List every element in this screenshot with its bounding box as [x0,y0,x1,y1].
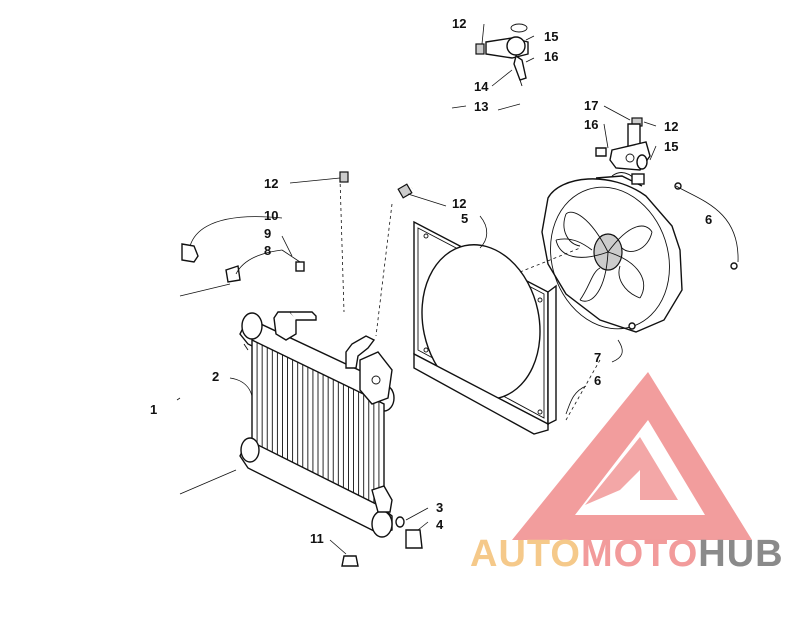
hose-13 [345,45,649,191]
callout-16-top: 16 [544,49,558,64]
callout-6: 6 [705,212,712,227]
callout-16-right: 16 [584,117,598,132]
watermark-logo [512,372,752,540]
callout-15-top: 15 [544,29,558,44]
callout-5: 5 [461,211,468,226]
callout-17: 17 [584,98,598,113]
callout-2: 2 [212,369,219,384]
callout-7: 7 [594,350,601,365]
callout-15-right: 15 [664,139,678,154]
callout-6b: 6 [594,373,601,388]
callout-3: 3 [436,500,443,515]
callouts: 1 2 3 4 5 6 6 7 8 9 10 11 12 12 12 12 13… [150,16,712,546]
callout-8: 8 [264,243,271,258]
callout-12-right: 12 [664,119,678,134]
callout-13: 13 [474,99,488,114]
watermark-part-moto: MOTO [580,533,699,575]
callout-12-top: 12 [452,16,466,31]
grommets [181,243,305,283]
callout-4: 4 [436,517,444,532]
callout-1: 1 [150,402,157,417]
watermark-part-hub: HUB [698,533,784,575]
upper-fitting [485,23,529,87]
watermark-text: AUTOMOTOHUB [470,535,784,573]
watermark-part-auto: AUTO [470,533,581,575]
callout-14: 14 [474,79,489,94]
fan-shroud [413,220,557,435]
radiator [239,311,395,538]
drain-plug [341,516,423,567]
callout-11: 11 [310,531,324,546]
right-fitting [595,123,651,171]
callout-10: 10 [264,208,278,223]
callout-12-left: 12 [264,176,278,191]
leader-lines [176,23,739,555]
cooling-fan [541,172,738,333]
callout-12-mid: 12 [452,196,466,211]
callout-9: 9 [264,226,271,241]
